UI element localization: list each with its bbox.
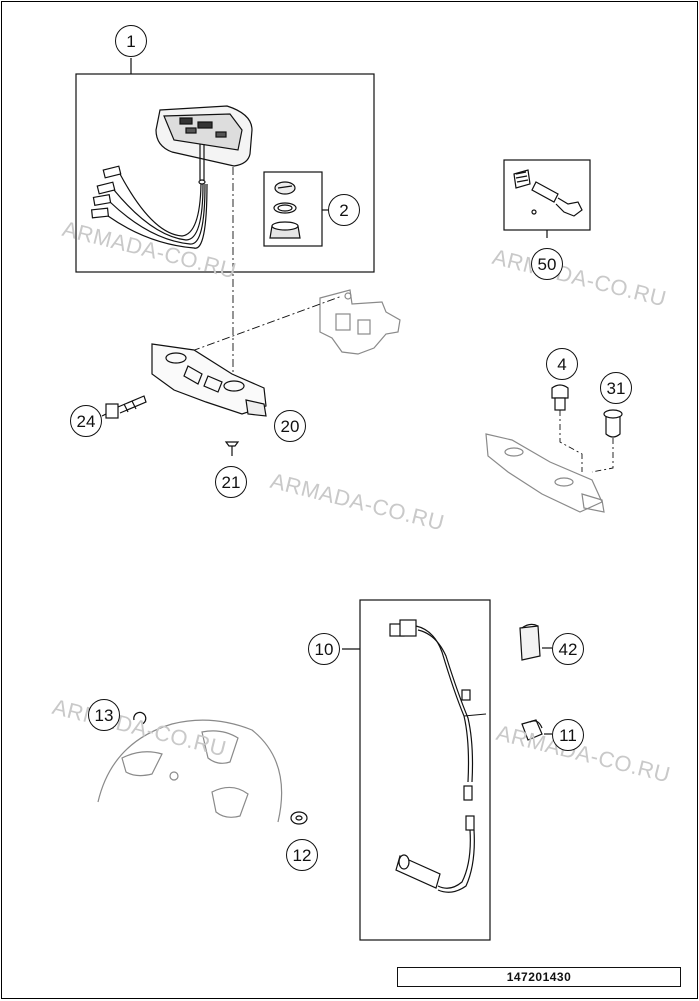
dashboard-holder: [151, 343, 267, 417]
callout-13[interactable]: 13: [88, 699, 120, 731]
callout-11[interactable]: 11: [552, 719, 584, 751]
callout-50[interactable]: 50: [531, 248, 563, 280]
callout-31[interactable]: 31: [600, 372, 632, 404]
grommet-set: [269, 181, 301, 239]
speed-sensor-cable: [389, 619, 487, 893]
callout-4[interactable]: 4: [546, 348, 578, 380]
callout-42[interactable]: 42: [552, 633, 584, 665]
diagram-number: 147201430: [397, 967, 681, 987]
clip-42: [519, 623, 541, 661]
pin-31: [603, 409, 623, 438]
callout-1[interactable]: 1: [115, 25, 147, 57]
mounting-bracket: [319, 289, 401, 355]
bolt-24: [105, 395, 147, 419]
screw-21: [224, 441, 240, 456]
grommet-group-box: [263, 171, 323, 247]
callout-10[interactable]: 10: [308, 633, 340, 665]
ring-13: [133, 711, 147, 725]
callout-21[interactable]: 21: [215, 466, 247, 498]
lock-and-key: [513, 169, 583, 217]
nut-12: [290, 811, 308, 825]
callout-12[interactable]: 12: [286, 839, 318, 871]
dashboard-group-box: [75, 73, 375, 273]
cable-group-box: [359, 599, 491, 941]
dashboard-wiring: [90, 165, 208, 249]
callout-2[interactable]: 2: [328, 194, 360, 226]
brake-disc-reference: [97, 719, 283, 823]
dashboard-unit: [155, 105, 253, 185]
callout-24[interactable]: 24: [70, 405, 102, 437]
dashboard-holder-reference: [485, 433, 605, 513]
clamp-11: [521, 719, 543, 741]
grommet-4: [551, 384, 569, 411]
callout-20[interactable]: 20: [274, 410, 306, 442]
